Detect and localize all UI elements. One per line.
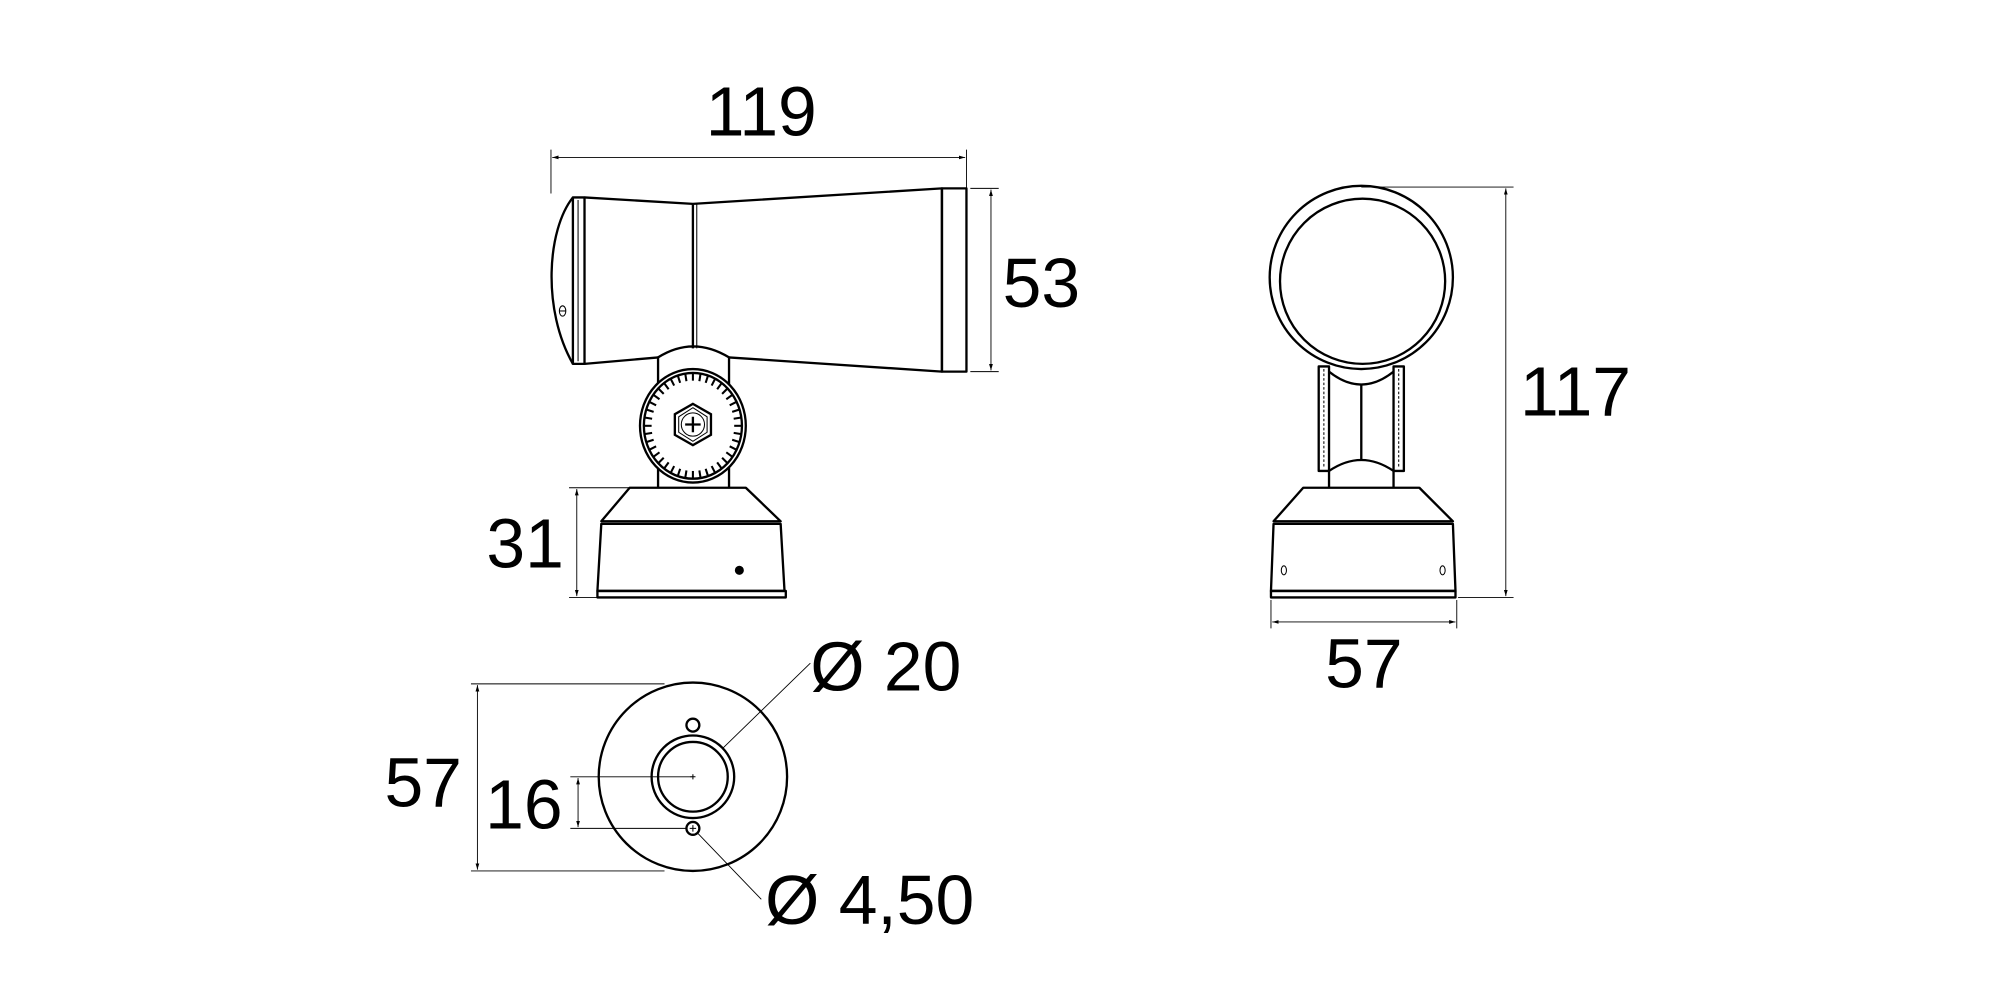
dial-tick (684, 373, 688, 382)
dial-tick (663, 382, 670, 390)
top-screw-hole (685, 717, 701, 733)
center-hole-label: Ø 20 (810, 627, 961, 705)
plate-diameter-dimension: 57 (384, 683, 665, 872)
dial-tick (652, 393, 661, 401)
dial-tick (704, 375, 710, 384)
total-height-dimension: 117 (1361, 186, 1631, 598)
dial-tick (733, 416, 742, 420)
screw-hole-callout: Ø 4,50 (697, 833, 974, 939)
hole-spacing-dimension: 16 (485, 765, 692, 843)
length-label: 119 (706, 72, 817, 150)
lamp-head (550, 187, 968, 373)
screw-icon (1280, 565, 1287, 576)
center-hole-callout: Ø 20 (722, 627, 961, 749)
dial-tick (710, 378, 717, 387)
length-dimension: 119 (550, 72, 967, 194)
hole-spacing-label: 16 (485, 765, 562, 843)
total-height-label: 117 (1520, 352, 1631, 430)
dial-tick (716, 382, 723, 390)
dial-tick (733, 431, 742, 436)
lens (1278, 197, 1447, 366)
dial-tick (669, 465, 676, 474)
screw-hole-label: Ø 4,50 (765, 861, 974, 939)
neck (1317, 365, 1406, 488)
plate-diameter-label: 57 (384, 743, 461, 821)
dial-tick (704, 468, 710, 477)
screw-icon (1439, 565, 1446, 576)
dial-tick (669, 378, 676, 387)
dial-tick (698, 470, 702, 479)
head-height-dimension: 53 (970, 187, 1080, 373)
dial-tick (710, 465, 717, 474)
dial-tick (657, 387, 665, 395)
dial-tick (648, 445, 657, 451)
dial-tick (731, 438, 740, 444)
phillips-cross-icon (685, 416, 701, 433)
front-base (1269, 486, 1457, 599)
dial-tick (676, 375, 682, 384)
dial-tick (731, 408, 740, 413)
dial-tick (645, 408, 654, 413)
dial-tick (725, 393, 734, 401)
front-view: 117 57 (1268, 184, 1631, 703)
dial-tick (684, 470, 688, 479)
base-width-dimension: 57 (1270, 600, 1458, 703)
swivel-joint (638, 345, 747, 488)
side-view: 119 (486, 72, 1080, 599)
dial-tick (644, 431, 653, 436)
base-width-label: 57 (1325, 625, 1402, 703)
dial-tick (676, 468, 682, 477)
lens-ring (1268, 184, 1455, 371)
head-height-label: 53 (1003, 244, 1080, 322)
mounting-base (596, 486, 787, 599)
dial-tick (729, 400, 738, 407)
dial-tick (663, 461, 670, 470)
dial-tick (721, 457, 729, 464)
dial-tick (648, 400, 657, 407)
dial-tick (716, 461, 723, 470)
dial-tick (652, 451, 661, 458)
dial-tick (725, 451, 734, 458)
dial-tick (721, 387, 729, 395)
dial-tick (698, 373, 702, 382)
dial-tick (645, 438, 654, 444)
screw-hole-icon (734, 565, 744, 575)
bottom-view: 57 16 Ø 20 Ø 4,50 (384, 627, 974, 939)
dial-tick (729, 445, 738, 451)
base-height-dimension: 31 (486, 487, 630, 598)
dial-tick (657, 457, 665, 464)
base-height-label: 31 (486, 505, 563, 583)
dial-tick (644, 416, 653, 420)
